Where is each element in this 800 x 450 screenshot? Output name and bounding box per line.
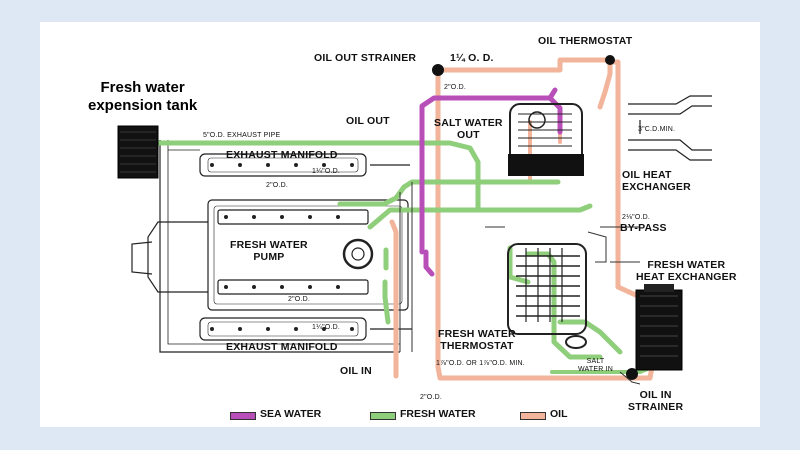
- label-oil-out-strainer: OIL OUT STRAINER: [314, 52, 417, 64]
- oil-in-strainer-line-1: OIL IN: [639, 389, 672, 401]
- label-oil-thermostat: OIL THERMOSTAT: [538, 35, 633, 47]
- slide-canvas: Fresh water expension tank OIL THERMOSTA…: [40, 22, 760, 427]
- salt-water-in-line-1: SALT: [586, 358, 605, 365]
- dim-label-1od-b: 1¼"O.D.: [312, 324, 341, 331]
- dim-label-1od-a: 1¼"O.D.: [312, 168, 341, 175]
- oil-lines: [389, 57, 655, 381]
- fresh-water-pump: [342, 238, 374, 270]
- caption-line-1: Fresh water: [100, 79, 185, 96]
- dim-label-3-cd-min: 3"C.D.MIN.: [638, 126, 676, 133]
- expansion-tank-caption: Fresh water expension tank: [88, 79, 197, 115]
- connecting-pipes: [399, 182, 641, 385]
- fresh-water-pump-line-2: PUMP: [253, 250, 285, 263]
- salt-water-out-line-2: OUT: [456, 128, 480, 141]
- label-oil-heat-exchanger: OIL HEAT EXCHANGER: [622, 169, 691, 193]
- salt-water-in-line-2: WATER IN: [578, 365, 614, 373]
- fresh-water-heat-exchanger-line-2: HEAT EXCHANGER: [636, 270, 737, 283]
- manifold-bolts: [210, 163, 354, 331]
- dim-label-2od-c: 2"O.D.: [288, 296, 310, 303]
- legend-label-fresh-water: FRESH WATER: [400, 408, 476, 420]
- label-exhaust-manifold-bottom: EXHAUST MANIFOLD: [226, 341, 338, 353]
- label-exhaust-pipe: 5"O.D. EXHAUST PIPE: [203, 132, 281, 139]
- oil-in-strainer-line-2: STRAINER: [628, 400, 684, 413]
- oil-heat-exchanger-line-1: OIL HEAT: [622, 169, 672, 181]
- caption-line-2: expension tank: [88, 97, 198, 114]
- sea-water-lines: [419, 87, 563, 277]
- label-salt-water-in: SALT WATER IN: [578, 358, 613, 373]
- label-oil-in-strainer: OIL IN STRAINER: [628, 389, 684, 413]
- label-fresh-water-pump: FRESH WATER PUMP: [230, 239, 308, 263]
- fresh-water-heat-exchanger-coils: [507, 243, 587, 335]
- fresh-water-heat-exchanger-line-1: FRESH WATER: [647, 259, 726, 271]
- salt-water-out-line-1: SALT WATER: [434, 117, 503, 129]
- label-by-pass: BY-PASS: [620, 222, 667, 234]
- label-fresh-water-heat-exchanger: FRESH WATER HEAT EXCHANGER: [636, 259, 737, 283]
- label-salt-water-out: SALT WATER OUT: [434, 117, 503, 141]
- dim-label-2od-e: 2⅛"O.D.: [622, 214, 651, 221]
- cooling-system-diagram: [117, 55, 712, 385]
- legend-label-sea-water: SEA WATER: [260, 408, 322, 420]
- strainers: [432, 55, 638, 380]
- fresh-water-thermostat-line-2: THERMOSTAT: [440, 339, 514, 352]
- expansion-tank: [117, 125, 159, 179]
- legend-swatch-fresh-water: [370, 412, 396, 420]
- fresh-water-thermostat-line-1: FRESH WATER: [438, 328, 516, 340]
- legend-swatch-oil: [520, 412, 546, 420]
- oil-heat-exchanger: [508, 103, 584, 176]
- fresh-water-pump-line-1: FRESH WATER: [230, 239, 308, 251]
- dim-label-2od-a: 2"O.D.: [444, 84, 466, 91]
- engine-block: [131, 140, 412, 353]
- label-oil-out: OIL OUT: [346, 115, 390, 127]
- oil-heat-exchanger-line-2: EXCHANGER: [622, 180, 691, 193]
- dim-label-2od-d: 2"O.D.: [420, 394, 442, 401]
- label-exhaust-manifold-top: EXHAUST MANIFOLD: [226, 149, 338, 161]
- label-fresh-water-thermostat: FRESH WATER THERMOSTAT: [438, 328, 516, 352]
- label-od-main: 1¼ O. D.: [450, 52, 494, 64]
- legend-swatch-sea-water: [230, 412, 256, 420]
- dim-label-od-min: 1⅞"O.D. OR 1⅞"O.D. MIN.: [436, 360, 525, 367]
- dim-label-2od-b: 2"O.D.: [266, 182, 288, 189]
- legend-label-oil: OIL: [550, 408, 568, 420]
- label-oil-in: OIL IN: [340, 365, 372, 377]
- pipe-detail: [628, 95, 712, 161]
- fresh-water-heat-exchanger: [635, 284, 683, 371]
